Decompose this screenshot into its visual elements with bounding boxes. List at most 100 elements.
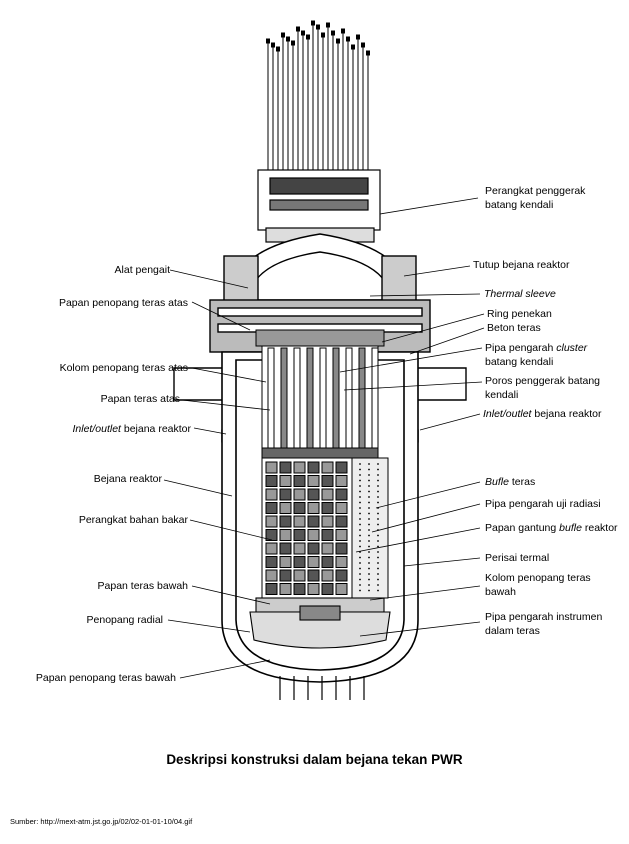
fuel-assembly [307, 502, 320, 514]
shield-hole [368, 562, 370, 564]
shield-hole [359, 567, 361, 570]
shield-hole [359, 485, 361, 487]
shield-hole [377, 573, 379, 575]
support-column [332, 347, 340, 449]
shield-hole [377, 578, 379, 581]
label-kolom-bawah-1: Kolom penopang teras [485, 572, 591, 584]
shield-hole [377, 485, 379, 487]
label-pipa-instrumen-1: Pipa pengarah instrumen [485, 611, 603, 623]
drive-shaft-cap [341, 28, 345, 34]
label-inlet-outlet-left: Inlet/outlet bejana reaktor [73, 423, 192, 436]
label-papan-teras-bawah: Papan teras bawah [97, 580, 188, 592]
shield-hole [368, 468, 370, 471]
lower-internals [249, 597, 391, 649]
shield-hole [377, 501, 379, 504]
fuel-assembly [321, 556, 334, 568]
support-column [345, 347, 353, 449]
shield-hole [368, 518, 370, 520]
support-column [319, 347, 327, 449]
shield-hole [377, 479, 379, 482]
shield-hole [377, 556, 379, 559]
fuel-assembly [279, 515, 292, 528]
bottom-instrument-tubes [279, 676, 365, 700]
label-pipa-uji-radiasi: Pipa pengarah uji radiasi [485, 498, 601, 510]
shield-hole [368, 523, 370, 526]
bufle-rest: teras [508, 476, 536, 488]
figure-caption: Deskripsi konstruksi dalam bejana tekan … [166, 752, 463, 767]
fuel-assembly [321, 461, 334, 474]
source-note: Sumber: http://mext-atm.jst.go.jp/02/02-… [10, 817, 193, 826]
fuel-assembly [279, 461, 292, 474]
label-poros-penggerak-1: Poros penggerak batang [485, 375, 601, 387]
shield-hole [359, 512, 361, 515]
shield-hole [377, 512, 379, 515]
fuel-assembly [307, 542, 320, 555]
label-papan-penopang-teras-atas: Papan penopang teras atas [58, 297, 188, 309]
shield-hole [359, 518, 361, 520]
support-column [267, 347, 275, 449]
shield-hole [368, 589, 370, 592]
label-bufle-teras: Bufle teras [485, 476, 535, 489]
shield-hole [368, 551, 370, 553]
thermal-sleeve-italic: Thermal sleeve [484, 288, 556, 300]
shield-hole [368, 501, 370, 504]
shield-hole [377, 463, 379, 465]
fuel-assembly [279, 529, 292, 541]
shield-hole [359, 474, 361, 476]
fuel-assembly [321, 475, 334, 487]
drive-shaft-cap [336, 38, 340, 44]
shield-hole [359, 562, 361, 564]
fuel-assembly [279, 569, 292, 582]
label-kolom-bawah-2: bawah [485, 586, 516, 598]
label-inlet-outlet-right: Inlet/outlet bejana reaktor [483, 408, 602, 421]
drive-shaft-cap [266, 38, 270, 44]
shield-hole [368, 463, 370, 465]
shield-hole [377, 523, 379, 526]
fuel-assembly [265, 529, 278, 541]
drive-shaft-cap [296, 26, 300, 32]
label-perangkat-bahan-bakar: Perangkat bahan bakar [78, 514, 188, 526]
drive-shaft-cap [366, 50, 370, 56]
fuel-assembly [293, 583, 306, 595]
leader-lines [163, 197, 485, 679]
drive-shaft-cap [276, 46, 280, 52]
shield-hole [377, 545, 379, 548]
fuel-assembly [279, 556, 292, 568]
shield-hole [377, 584, 379, 586]
shield-hole [359, 496, 361, 498]
fuel-assembly [335, 502, 348, 514]
fuel-assembly [293, 488, 306, 501]
fuel-assembly [335, 461, 348, 474]
support-column [280, 347, 288, 449]
fuel-assembly [279, 542, 292, 555]
fuel-assembly [293, 529, 306, 541]
fuel-assembly [307, 515, 320, 528]
label-pipa-pengarah-2: batang kendali [485, 356, 554, 368]
drive-shaft-cap [351, 44, 355, 50]
label-papan-gantung: Papan gantung bufle reaktor [485, 522, 618, 535]
drive-shaft-cap [291, 40, 295, 46]
fuel-assembly [321, 488, 334, 501]
fuel-assembly [265, 475, 278, 487]
fuel-assembly [307, 529, 320, 541]
shield-hole [368, 496, 370, 498]
fuel-assembly [307, 583, 320, 595]
control-rod-drive-mechanism [257, 169, 381, 243]
label-tutup-bejana: Tutup bejana reaktor [473, 259, 570, 271]
fuel-assembly [335, 583, 348, 595]
label-kolom-penopang-teras-atas: Kolom penopang teras atas [59, 362, 188, 374]
shield-hole [359, 463, 361, 465]
drive-shaft-cap [311, 20, 315, 26]
label-perangkat-penggerak-1: Perangkat penggerak [485, 185, 586, 197]
upper-internals [255, 329, 385, 459]
label-papan-penopang-teras-bawah: Papan penopang teras bawah [35, 672, 176, 684]
fuel-assembly [321, 583, 334, 595]
fuel-assembly [279, 488, 292, 501]
fuel-assembly [335, 529, 348, 541]
shield-hole [359, 523, 361, 526]
label-ring-penekan: Ring penekan [487, 308, 552, 320]
shield-hole [359, 540, 361, 542]
fuel-assembly [321, 542, 334, 555]
drive-shaft-cap [301, 30, 305, 36]
fuel-assembly [321, 502, 334, 514]
